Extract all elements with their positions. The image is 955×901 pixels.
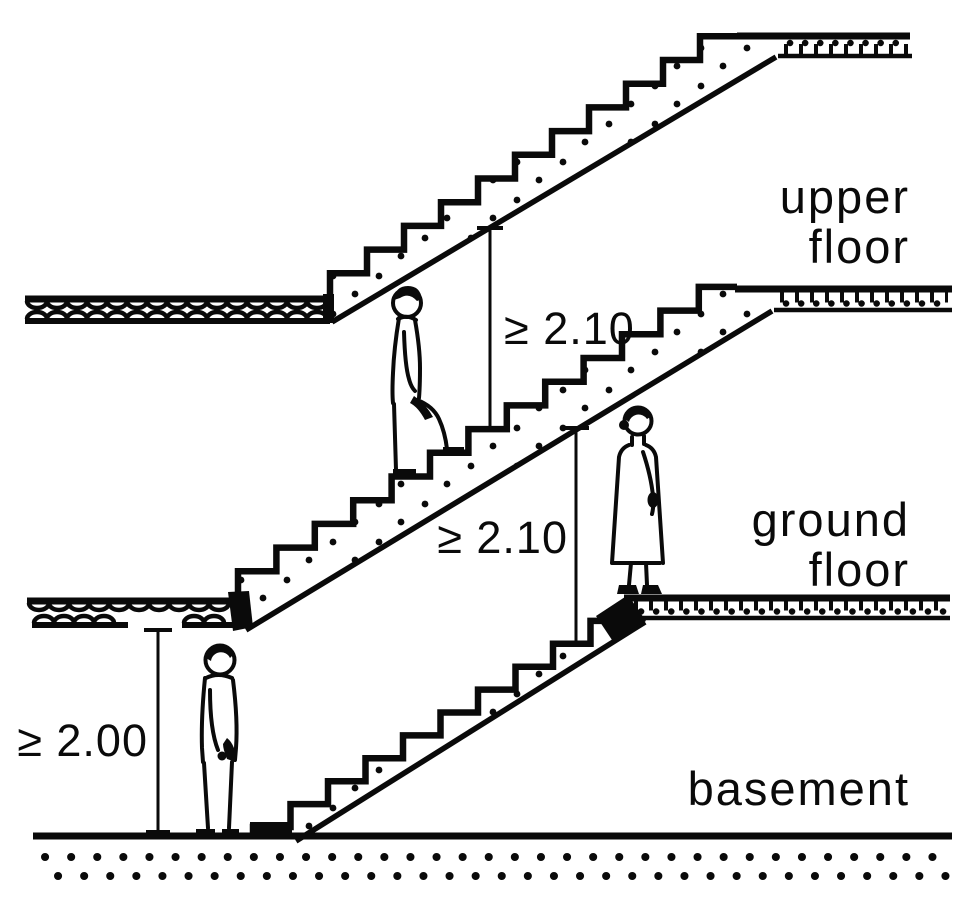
stair-flight-lower (249, 595, 647, 844)
torso-front (231, 678, 239, 762)
right-shoe (641, 585, 662, 594)
hair (625, 406, 652, 422)
stair-body (253, 598, 643, 841)
person-standing-ground-floor-figure (610, 405, 665, 594)
floor-labels: upper floor ground floor basement (688, 170, 910, 815)
shoulder (396, 314, 418, 322)
upper-ceiling-slab (737, 32, 912, 59)
stair-flight-middle (228, 283, 774, 633)
torso-back (390, 316, 401, 405)
raised-foot (443, 447, 464, 453)
slab-wave-bottom (24, 309, 330, 320)
stair-slab-junction (323, 294, 334, 323)
ground-floor-slab-right (624, 594, 950, 621)
stair-flight-upper (323, 33, 778, 325)
soffit-line (294, 619, 647, 844)
steps-outline (326, 33, 737, 297)
dim-label-basement: ≥ 2.00 (17, 715, 148, 766)
hair-bun (619, 420, 629, 430)
slab-wave-bottom-a (31, 613, 117, 624)
dimension-lower-flight-headroom: ≥ 2.10 (437, 426, 589, 643)
left-shoe (617, 585, 639, 594)
stair-body (330, 36, 776, 323)
steps-outline (234, 283, 737, 595)
upper-floor-slab-right (735, 285, 952, 313)
label-basement: basement (688, 762, 910, 815)
person-standing-basement-figure (196, 643, 239, 835)
upper-floor-slab-left (24, 295, 330, 324)
standing-leg (392, 402, 398, 472)
neck (630, 434, 646, 447)
standing-foot (393, 469, 416, 476)
soffit-line (244, 308, 774, 633)
stair-slab-junction (596, 595, 646, 640)
torso-back (199, 676, 207, 764)
hair (206, 644, 234, 661)
arm (208, 688, 220, 752)
right-foot (222, 829, 239, 835)
soffit-line (330, 54, 778, 325)
dimension-upper-flight-headroom: ≥ 2.10 (477, 226, 635, 429)
slab-wave-top (24, 300, 330, 311)
slab-wave-top (26, 602, 232, 613)
arm (402, 330, 417, 393)
label-upper-floor-line2: floor (809, 220, 910, 273)
shoulder (204, 673, 234, 680)
person-climbing-figure (390, 286, 464, 476)
left-foot (196, 829, 215, 835)
legs (202, 760, 234, 830)
label-upper-floor-line1: upper (780, 170, 910, 223)
hand (217, 751, 227, 761)
dimension-basement-headroom: ≥ 2.00 (17, 628, 172, 834)
hip-shading (223, 738, 236, 762)
hair (394, 286, 422, 301)
legs (627, 561, 649, 587)
stair-body (238, 286, 772, 630)
coat (610, 443, 665, 565)
slab-wave-bottom-b (181, 613, 227, 624)
ground-floor-slab-left (26, 597, 236, 628)
hand (647, 492, 659, 508)
torso-front (413, 318, 422, 400)
basement-floor (33, 832, 954, 880)
steps-outline (249, 598, 632, 835)
stair-slab-junction (228, 591, 253, 631)
raised-leg (415, 398, 449, 451)
hip-shading (410, 396, 433, 420)
label-ground-floor-line1: ground (752, 493, 910, 546)
label-ground-floor-line2: floor (809, 543, 910, 596)
dim-label-upper-flight: ≥ 2.10 (504, 303, 635, 354)
dim-label-lower-flight: ≥ 2.10 (437, 512, 568, 563)
